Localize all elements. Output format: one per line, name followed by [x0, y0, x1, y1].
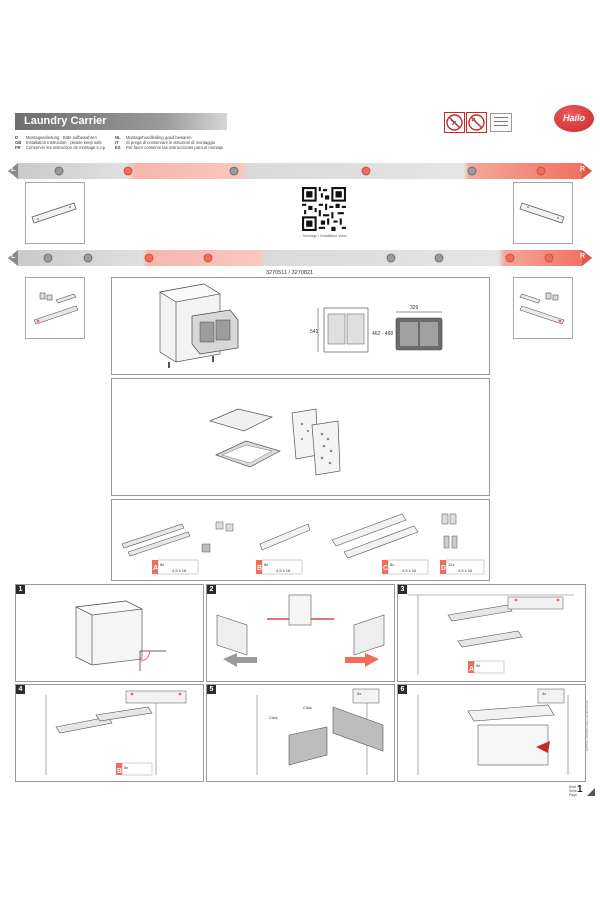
basket-illustration	[291, 408, 341, 476]
step-number: 2	[207, 585, 216, 594]
title-bar: Laundry Carrier	[15, 113, 227, 130]
svg-text:3x: 3x	[357, 691, 361, 696]
svg-text:4,5 x 16: 4,5 x 16	[402, 568, 417, 573]
step-1-panel: 1	[15, 584, 204, 682]
rail-marker	[43, 253, 53, 263]
rail-marker	[361, 166, 371, 176]
rail-right-label: R	[580, 166, 586, 173]
orientation-rail-top	[8, 163, 592, 179]
lid-illustration	[208, 408, 274, 432]
right-panel-preview	[513, 182, 573, 244]
svg-text:8x: 8x	[264, 562, 268, 567]
rail-marker	[203, 253, 213, 263]
document-code: 3270511 / 3270821 Hailo Laundry Carrier	[585, 700, 589, 752]
svg-text:A: A	[153, 565, 158, 572]
article-number: 3270511 / 3270821	[266, 270, 313, 276]
svg-text:8x: 8x	[390, 562, 394, 567]
svg-text:8x: 8x	[476, 663, 480, 668]
svg-text:B: B	[117, 768, 122, 775]
svg-text:D: D	[441, 565, 446, 572]
step-number: 6	[398, 685, 407, 694]
svg-text:4x: 4x	[542, 691, 546, 696]
part-label-b: B 8x 4,5 x 16	[256, 559, 303, 575]
depth-dimension: 462 - 468	[372, 331, 393, 337]
rail-marker	[505, 253, 515, 263]
components-panel	[111, 378, 490, 496]
svg-text:Click: Click	[269, 715, 278, 720]
cabinet-illustration	[159, 283, 239, 368]
height-dimension: 541	[310, 329, 319, 335]
orientation-rail-bottom	[8, 250, 592, 266]
qr-code[interactable]	[302, 187, 346, 231]
step-6-panel: 6 4x	[397, 684, 586, 782]
part-label-a: A 8x 4,5 x 16	[152, 559, 199, 575]
rail-marker	[144, 253, 154, 263]
rail-marker	[386, 253, 396, 263]
svg-text:4,5 x 16: 4,5 x 16	[276, 568, 291, 573]
svg-text:Click: Click	[303, 705, 312, 710]
step-number: 5	[207, 685, 216, 694]
svg-text:C: C	[383, 565, 388, 572]
step-number: 1	[16, 585, 25, 594]
rail-marker	[544, 253, 554, 263]
part-label-c: C 8x 4,5 x 16	[382, 559, 429, 575]
step-5-panel: 5 Click Click 3x	[206, 684, 395, 782]
no-screwdriver-icon	[444, 112, 465, 133]
svg-text:8x: 8x	[124, 765, 128, 770]
qr-caption: Montage / Installation Video	[303, 234, 348, 238]
part-label-d: D 12x 4,5 x 16	[440, 559, 485, 575]
width-dimension: 329	[410, 305, 419, 311]
document-title: Laundry Carrier	[24, 115, 107, 127]
front-rails-illustration	[331, 513, 419, 559]
no-hammer-icon	[466, 112, 487, 133]
product-overview-panel: 541 329 462 - 468	[111, 277, 490, 375]
left-panel-preview	[25, 182, 85, 244]
rail-marker	[467, 166, 477, 176]
svg-text:4,5 x 16: 4,5 x 16	[172, 568, 187, 573]
top-view-drawing: 329 462 - 468	[372, 305, 443, 351]
right-runner-preview	[513, 277, 573, 339]
svg-text:B: B	[257, 565, 262, 572]
svg-text:4,5 x 16: 4,5 x 16	[458, 568, 473, 573]
svg-text:12x: 12x	[448, 562, 454, 567]
left-runner-preview	[25, 277, 85, 339]
svg-text:8x: 8x	[160, 562, 164, 567]
rail-right-label: R	[580, 253, 586, 260]
frame-illustration	[215, 440, 281, 468]
step-2-panel: 2	[206, 584, 395, 682]
step-4-panel: 4 B 8x	[15, 684, 204, 782]
svg-text:A: A	[469, 666, 474, 673]
rail-marker	[434, 253, 444, 263]
front-view-drawing: 541	[310, 307, 369, 353]
rail-marker	[83, 253, 93, 263]
step-3-panel: 3 A 8x	[397, 584, 586, 682]
rail-left-label: L	[11, 166, 16, 173]
page-number: 1	[577, 784, 583, 795]
rail-marker	[536, 166, 546, 176]
page-info: Blatt Seite Page	[569, 785, 577, 797]
hardware-panel: A 8x 4,5 x 16 B 8x 4,5 x 16 C 8x 4,5 x 1…	[111, 499, 490, 581]
rail-marker	[123, 166, 133, 176]
rail-marker	[54, 166, 64, 176]
page-corner-marker	[587, 788, 595, 796]
side-panel-illustration	[259, 523, 311, 551]
step-number: 4	[16, 685, 25, 694]
runner-set-illustration	[121, 521, 234, 557]
step-number: 3	[398, 585, 407, 594]
rail-left-label: L	[11, 253, 16, 260]
manual-icon	[490, 113, 512, 132]
rail-marker	[229, 166, 239, 176]
hailo-logo: Hailo	[554, 105, 594, 132]
bracket-illustration	[441, 513, 458, 549]
